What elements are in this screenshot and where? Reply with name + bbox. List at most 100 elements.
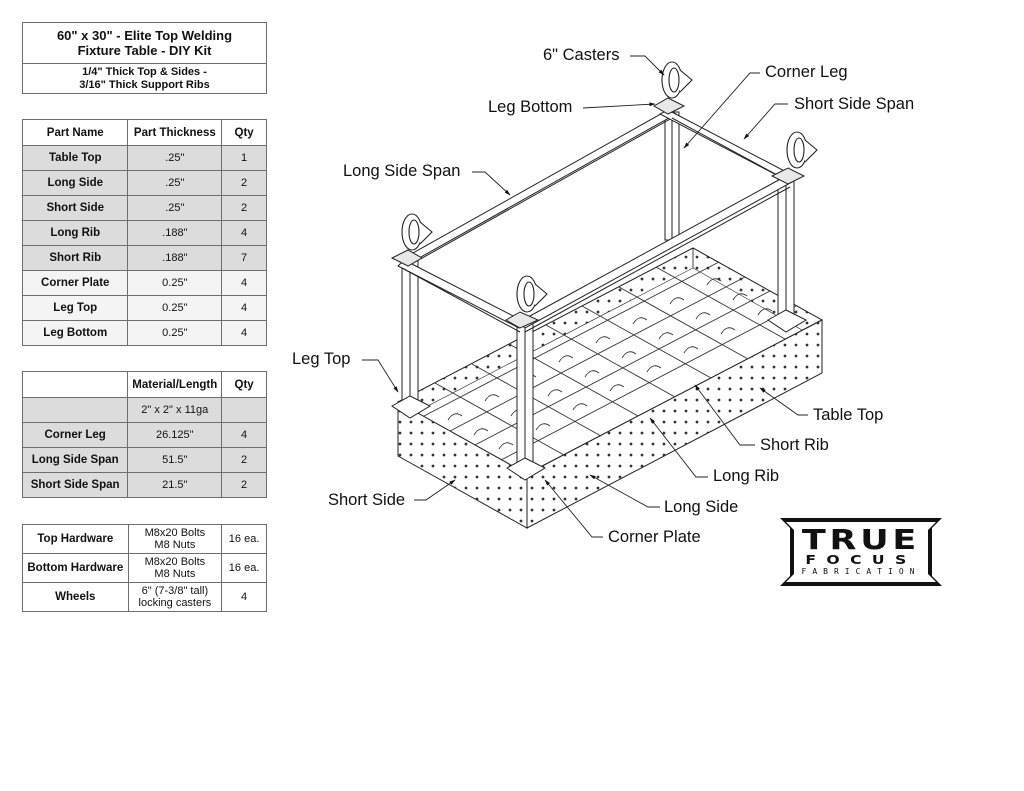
part-thickness: 0.25" <box>127 270 223 296</box>
label-short-side-span: Short Side Span <box>794 95 915 113</box>
short-side-span-back <box>658 109 796 181</box>
hardware-desc: M8x20 Bolts M8 Nuts <box>127 524 223 554</box>
subtitle-line-2: 3/16" Thick Support Ribs <box>79 78 210 91</box>
label-long-side: Long Side <box>664 498 739 516</box>
part-name: Leg Top <box>21 295 129 321</box>
true-focus-logo: TRUE FOCUS FABRICATION <box>780 518 942 586</box>
table-row: Leg Bottom 0.25" 4 <box>21 320 267 346</box>
caster-back <box>661 61 693 99</box>
part-qty: 4 <box>221 320 267 346</box>
hardware-qty: 4 <box>221 582 267 612</box>
table-row: Corner Leg 26.125" 4 <box>21 422 267 448</box>
leader-casters <box>630 55 665 76</box>
hardware-desc-line-1: M8x20 Bolts <box>144 556 206 568</box>
tube-name: Corner Leg <box>21 422 129 448</box>
table-row: Long Rib .188" 4 <box>21 220 267 246</box>
material-qty <box>221 397 267 423</box>
leader-leg-top <box>362 359 399 393</box>
part-name: Short Side <box>21 195 129 221</box>
leader-lines <box>362 55 808 538</box>
label-casters: 6" Casters <box>543 46 620 64</box>
table-row: Table Top .25" 1 <box>21 145 267 171</box>
logo-line-fabrication: FABRICATION <box>801 567 921 576</box>
tube-length: 51.5" <box>127 447 223 473</box>
part-qty: 2 <box>221 170 267 196</box>
label-corner-leg: Corner Leg <box>765 63 848 81</box>
document-title: 60" x 30" - Elite Top Welding Fixture Ta… <box>22 22 267 64</box>
hardware-qty: 16 ea. <box>221 553 267 583</box>
table-row: Bottom Hardware M8x20 Bolts M8 Nuts 16 e… <box>22 553 267 583</box>
tube-length: 21.5" <box>127 472 223 498</box>
label-table-top: Table Top <box>813 406 884 424</box>
leader-table-top <box>759 387 808 416</box>
part-name: Long Side <box>21 170 129 196</box>
leg-bottom-plates <box>390 97 806 329</box>
document-subtitle: 1/4" Thick Top & Sides - 3/16" Thick Sup… <box>22 63 267 94</box>
table-row: Long Side Span 51.5" 2 <box>21 447 267 473</box>
part-thickness: .25" <box>127 170 223 196</box>
hardware-desc-line-1: 6" (7-3/8" tall) <box>141 585 209 597</box>
hardware-desc: 6" (7-3/8" tall) locking casters <box>127 582 223 612</box>
leader-short-rib <box>694 384 755 446</box>
label-leg-bottom: Leg Bottom <box>488 98 573 116</box>
leader-long-side <box>589 474 660 508</box>
tube-table-header: Material/Length Qty <box>21 371 267 398</box>
material-spec: 2" x 2" x 11ga <box>127 397 223 423</box>
leg-top-plates <box>391 309 808 481</box>
caster-right <box>786 131 818 169</box>
part-thickness: 0.25" <box>127 295 223 321</box>
part-thickness: .188" <box>127 245 223 271</box>
label-long-rib: Long Rib <box>713 467 780 485</box>
leader-corner-leg <box>683 72 760 149</box>
leader-corner-plate <box>544 479 603 538</box>
label-short-rib: Short Rib <box>760 436 829 454</box>
header-blank <box>21 371 129 398</box>
hardware-desc-line-2: locking casters <box>138 597 212 609</box>
title-line-1: 60" x 30" - Elite Top Welding <box>56 28 233 43</box>
hardware-qty: 16 ea. <box>221 524 267 554</box>
label-short-side: Short Side <box>328 491 406 509</box>
table-row: Corner Plate 0.25" 4 <box>21 270 267 296</box>
subtitle-line-1: 1/4" Thick Top & Sides - <box>82 65 207 78</box>
parts-table-header: Part Name Part Thickness Qty <box>21 119 267 146</box>
tube-name: Short Side Span <box>21 472 129 498</box>
table-row: Long Side .25" 2 <box>21 170 267 196</box>
material-row: 2" x 2" x 11ga <box>21 397 267 423</box>
title-box: 60" x 30" - Elite Top Welding Fixture Ta… <box>22 22 267 94</box>
leader-leg-bottom <box>582 102 656 109</box>
casters <box>401 61 818 313</box>
table-row: Short Side .25" 2 <box>21 195 267 221</box>
long-side-span-back <box>402 109 678 263</box>
material-name <box>21 397 129 423</box>
caster-front <box>516 275 548 313</box>
header-qty: Qty <box>221 119 267 146</box>
part-qty: 4 <box>221 270 267 296</box>
label-corner-plate: Corner Plate <box>608 528 701 546</box>
frame-spans <box>397 109 796 333</box>
logo-line-focus: FOCUS <box>805 553 917 567</box>
part-thickness: .188" <box>127 220 223 246</box>
tube-table: Material/Length Qty 2" x 2" x 11ga Corne… <box>21 371 267 498</box>
leader-short-side-span <box>743 103 788 140</box>
hardware-table: Top Hardware M8x20 Bolts M8 Nuts 16 ea. … <box>22 524 267 612</box>
part-thickness: 0.25" <box>127 320 223 346</box>
label-long-side-span: Long Side Span <box>343 162 461 180</box>
hardware-desc-line-2: M8 Nuts <box>154 568 196 580</box>
part-qty: 7 <box>221 245 267 271</box>
header-material-length: Material/Length <box>127 371 223 398</box>
leader-long-side-span <box>472 171 511 196</box>
hardware-desc-line-2: M8 Nuts <box>154 539 196 551</box>
logo-line-true: TRUE <box>801 523 921 556</box>
parts-table: Part Name Part Thickness Qty Table Top .… <box>21 119 267 346</box>
tube-qty: 2 <box>221 472 267 498</box>
table-row: Short Rib .188" 7 <box>21 245 267 271</box>
tube-qty: 4 <box>221 422 267 448</box>
label-leg-top: Leg Top <box>292 350 351 368</box>
part-name: Table Top <box>21 145 129 171</box>
part-thickness: .25" <box>127 195 223 221</box>
leader-long-rib <box>649 417 708 478</box>
caster-left <box>401 213 433 251</box>
tube-length: 26.125" <box>127 422 223 448</box>
hardware-desc: M8x20 Bolts M8 Nuts <box>127 553 223 583</box>
